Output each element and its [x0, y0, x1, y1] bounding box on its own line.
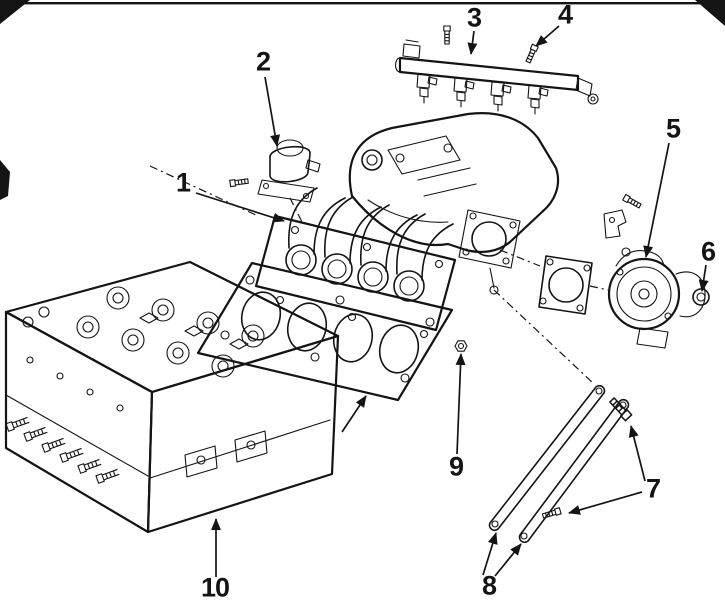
iac-bolt — [229, 177, 249, 188]
bracket-bolt — [622, 193, 643, 210]
fuel-rail-drawing — [394, 39, 599, 115]
rail-bolts-drawing — [443, 25, 539, 64]
callout-4: 4 — [557, 0, 573, 30]
callout-2: 2 — [255, 46, 271, 77]
callout-5: 5 — [665, 113, 681, 144]
rail-bolt — [524, 43, 539, 64]
callout-7: 7 — [645, 473, 661, 504]
fuel-injector — [416, 73, 438, 104]
fuel-injector — [453, 77, 475, 108]
manifold-gasket-drawing — [196, 261, 454, 402]
throttle-body-drawing — [607, 247, 706, 349]
callout-1: 1 — [175, 167, 191, 198]
fuel-injector — [490, 81, 512, 112]
intake-manifold-drawing — [254, 112, 560, 339]
callout-3: 3 — [466, 2, 482, 33]
callout-8: 8 — [481, 570, 497, 601]
rail-bolt — [443, 25, 451, 45]
scan-artifacts — [0, 0, 725, 200]
assembly-axis-lines — [149, 165, 609, 385]
throttle-gasket-drawing — [538, 255, 593, 315]
nut-drawing — [454, 340, 468, 352]
fuel-injector — [527, 84, 549, 115]
throttle-bracket-drawing — [603, 193, 643, 239]
o-ring-drawing — [692, 288, 710, 306]
iac-valve-drawing — [229, 139, 321, 203]
leader-arrows — [195, 25, 709, 577]
cylinder-head-drawing — [4, 260, 340, 534]
stay-brackets-drawing — [488, 384, 630, 544]
callout-9: 9 — [448, 451, 464, 482]
callout-10: 10 — [200, 572, 230, 602]
callout-6: 6 — [700, 236, 716, 267]
